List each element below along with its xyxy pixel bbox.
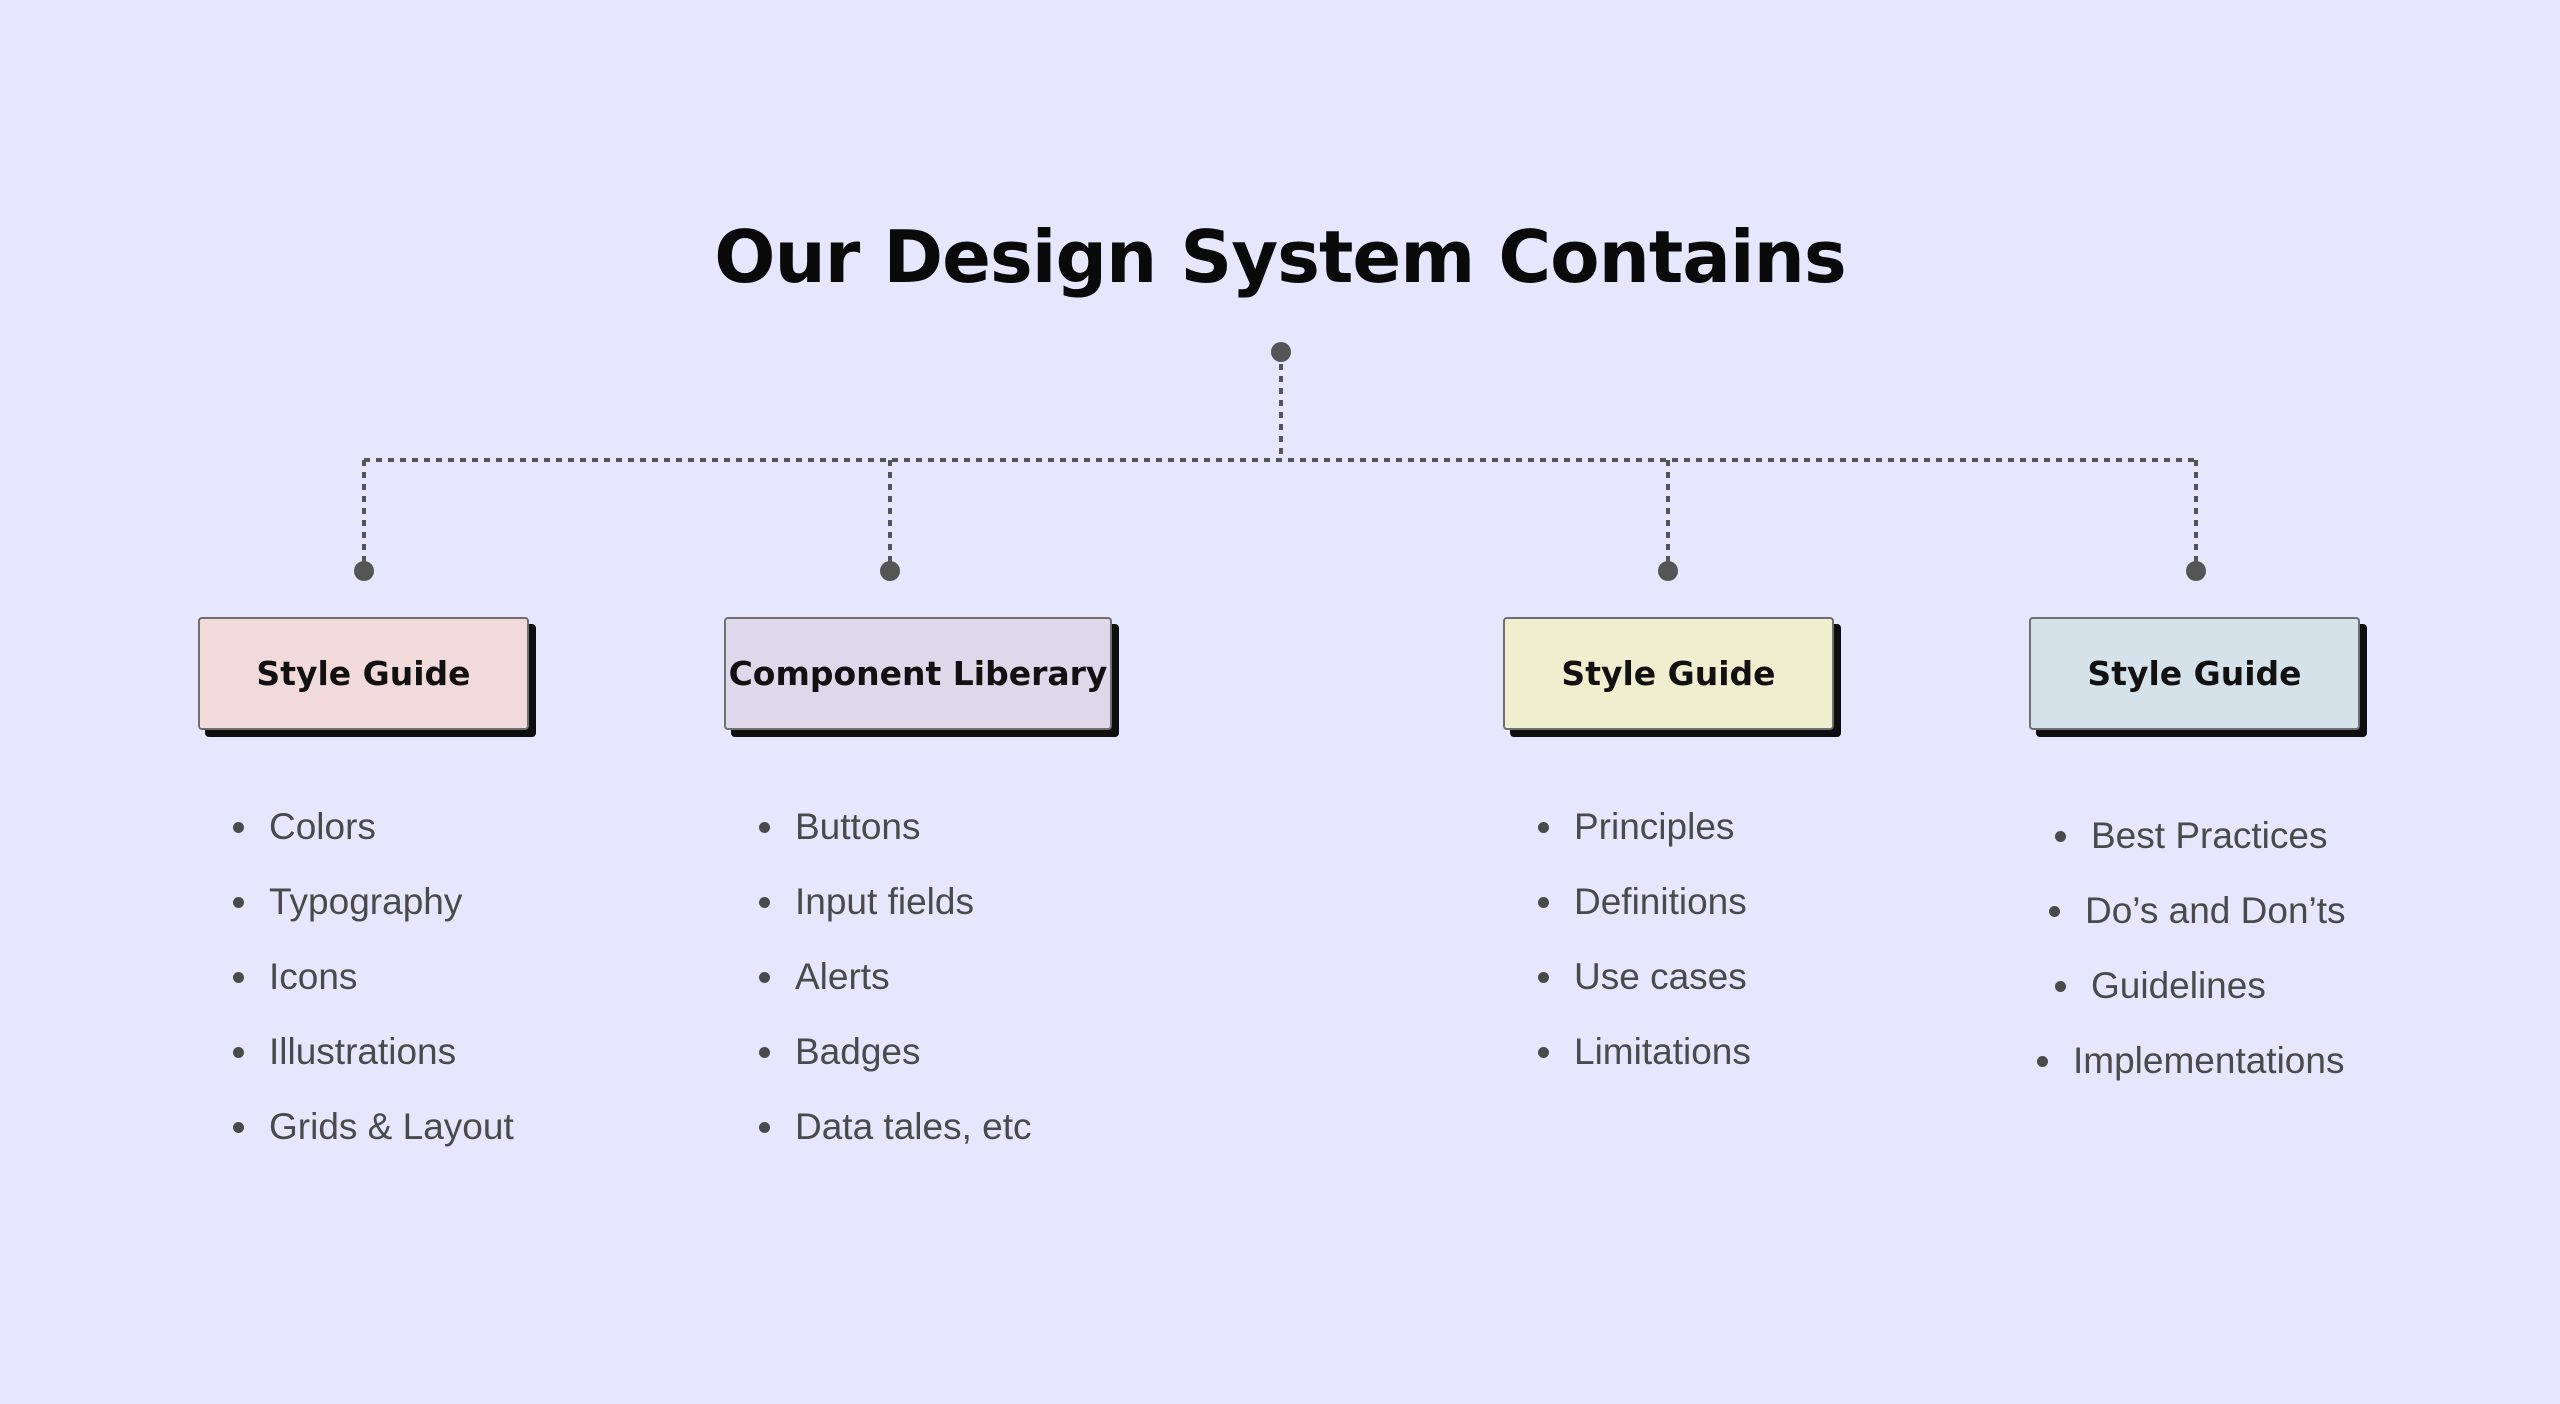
list-item: Typography: [233, 878, 514, 953]
list-item: Definitions: [1538, 878, 1751, 953]
node-dot-3: [1658, 561, 1678, 581]
list-item: Implementations: [2037, 1037, 2346, 1112]
list-item: Colors: [233, 803, 514, 878]
component-library-list: Buttons Input fields Alerts Badges Data …: [759, 803, 1032, 1178]
list-item: Principles: [1538, 803, 1751, 878]
style-guide-card-1: Style Guide: [198, 617, 529, 730]
list-item: Do’s and Don’ts: [2049, 887, 2346, 962]
list-item: Use cases: [1538, 953, 1751, 1028]
card-heading: Component Liberary: [728, 654, 1108, 693]
list-item: Input fields: [759, 878, 1032, 953]
list-item: Badges: [759, 1028, 1032, 1103]
card-heading: Style Guide: [1561, 654, 1776, 693]
style-guide-list-4: Best Practices Do’s and Don’ts Guideline…: [2037, 812, 2346, 1112]
style-guide-list-3: Principles Definitions Use cases Limitat…: [1538, 803, 1751, 1103]
node-dot-2: [880, 561, 900, 581]
style-guide-list-1: Colors Typography Icons Illustrations Gr…: [233, 803, 514, 1178]
list-item: Best Practices: [2055, 812, 2346, 887]
node-dot-1: [354, 561, 374, 581]
card-heading: Style Guide: [256, 654, 471, 693]
root-node-dot: [1271, 342, 1291, 362]
component-library-card: Component Liberary: [724, 617, 1112, 730]
list-item: Buttons: [759, 803, 1032, 878]
style-guide-card-3: Style Guide: [1503, 617, 1834, 730]
list-item: Limitations: [1538, 1028, 1751, 1103]
card-heading: Style Guide: [2087, 654, 2302, 693]
node-dot-4: [2186, 561, 2206, 581]
list-item: Guidelines: [2055, 962, 2346, 1037]
style-guide-card-4: Style Guide: [2029, 617, 2360, 730]
list-item: Illustrations: [233, 1028, 514, 1103]
list-item: Grids & Layout: [233, 1103, 514, 1178]
list-item: Data tales, etc: [759, 1103, 1032, 1178]
list-item: Icons: [233, 953, 514, 1028]
list-item: Alerts: [759, 953, 1032, 1028]
diagram-title: Our Design System Contains: [714, 215, 1846, 299]
